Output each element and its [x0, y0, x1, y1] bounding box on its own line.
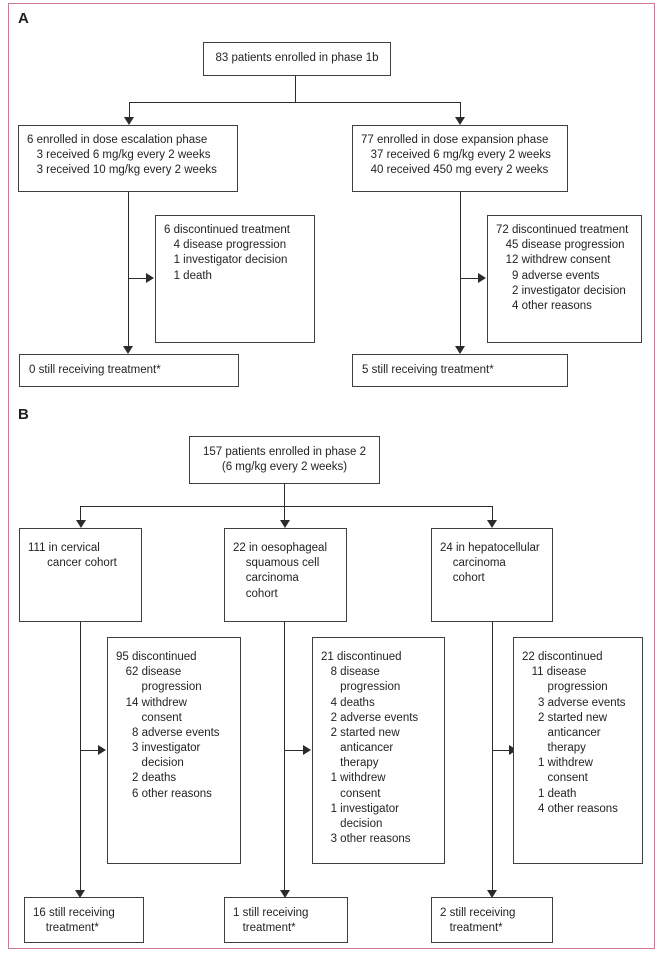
expansion-bottom-arrowhead: [455, 346, 465, 354]
escalation-flow-vline: [127, 192, 129, 346]
hepatocellular-still-receiving-box: 2 still receiving treatment*: [431, 897, 553, 943]
dose-escalation-box: 6 enrolled in dose escalation phase 3 re…: [18, 125, 238, 192]
expansion-branch-arrowhead: [478, 273, 486, 283]
b-right-arrowhead: [487, 520, 497, 528]
cervical-branch-arrowhead: [98, 745, 106, 755]
b-mid-arrowhead: [279, 520, 290, 528]
b-left-arrowhead: [75, 520, 86, 528]
hepatocellular-flow-vline: [491, 622, 493, 890]
phase1b-enrollment-box: 83 patients enrolled in phase 1b: [203, 42, 391, 76]
a-left-arrowhead: [124, 117, 134, 125]
oesophageal-still-receiving-box: 1 still receiving treatment*: [224, 897, 348, 943]
escalation-still-receiving-box: 0 still receiving treatment*: [19, 354, 239, 387]
b-left-stub-vline: [80, 505, 82, 521]
hepatocellular-discontinued-box: 22 discontinued 11 disease progression 3…: [513, 637, 643, 864]
cervical-bottom-arrowhead: [75, 890, 85, 898]
b-mid-stub-vline: [284, 505, 286, 521]
expansion-discontinued-box: 72 discontinued treatment 45 disease pro…: [487, 215, 642, 343]
expansion-flow-vline: [459, 192, 461, 346]
b-split-hline: [80, 505, 493, 507]
a-top-connector-vline: [294, 76, 296, 102]
escalation-branch-hline: [128, 277, 147, 279]
b-right-stub-vline: [491, 505, 493, 521]
oesophageal-discontinued-box: 21 discontinued 8 disease progression 4 …: [312, 637, 445, 864]
oesophageal-bottom-arrowhead: [279, 890, 290, 898]
hepatocellular-branch-hline: [492, 749, 510, 751]
cervical-still-receiving-box: 16 still receiving treatment*: [24, 897, 144, 943]
expansion-still-receiving-box: 5 still receiving treatment*: [352, 354, 568, 387]
a-split-hline: [128, 101, 461, 103]
cervical-branch-hline: [80, 749, 99, 751]
oesophageal-flow-vline: [284, 622, 286, 890]
b-top-connector-vline: [284, 484, 286, 506]
cervical-discontinued-box: 95 discontinued 62 disease progression 1…: [107, 637, 241, 864]
oesophageal-cohort-box: 22 in oesophageal squamous cell carcinom…: [224, 528, 347, 622]
a-right-arrowhead: [455, 117, 465, 125]
escalation-branch-arrowhead: [146, 273, 154, 283]
expansion-branch-hline: [460, 277, 479, 279]
oesophageal-branch-arrowhead: [303, 745, 311, 755]
panel-b-label: B: [18, 406, 29, 423]
dose-expansion-box: 77 enrolled in dose expansion phase 37 r…: [352, 125, 568, 192]
phase2-enrollment-box: 157 patients enrolled in phase 2 (6 mg/k…: [189, 436, 380, 484]
a-right-stub-vline: [459, 101, 461, 118]
hepatocellular-bottom-arrowhead: [487, 890, 497, 898]
panel-a-label: A: [18, 10, 29, 27]
hepatocellular-cohort-box: 24 in hepatocellular carcinoma cohort: [431, 528, 553, 622]
a-left-stub-vline: [128, 101, 130, 118]
cervical-cohort-box: 111 in cervical cancer cohort: [19, 528, 142, 622]
escalation-discontinued-box: 6 discontinued treatment 4 disease progr…: [155, 215, 315, 343]
oesophageal-branch-hline: [284, 749, 304, 751]
cervical-flow-vline: [79, 622, 81, 890]
escalation-bottom-arrowhead: [123, 346, 133, 354]
